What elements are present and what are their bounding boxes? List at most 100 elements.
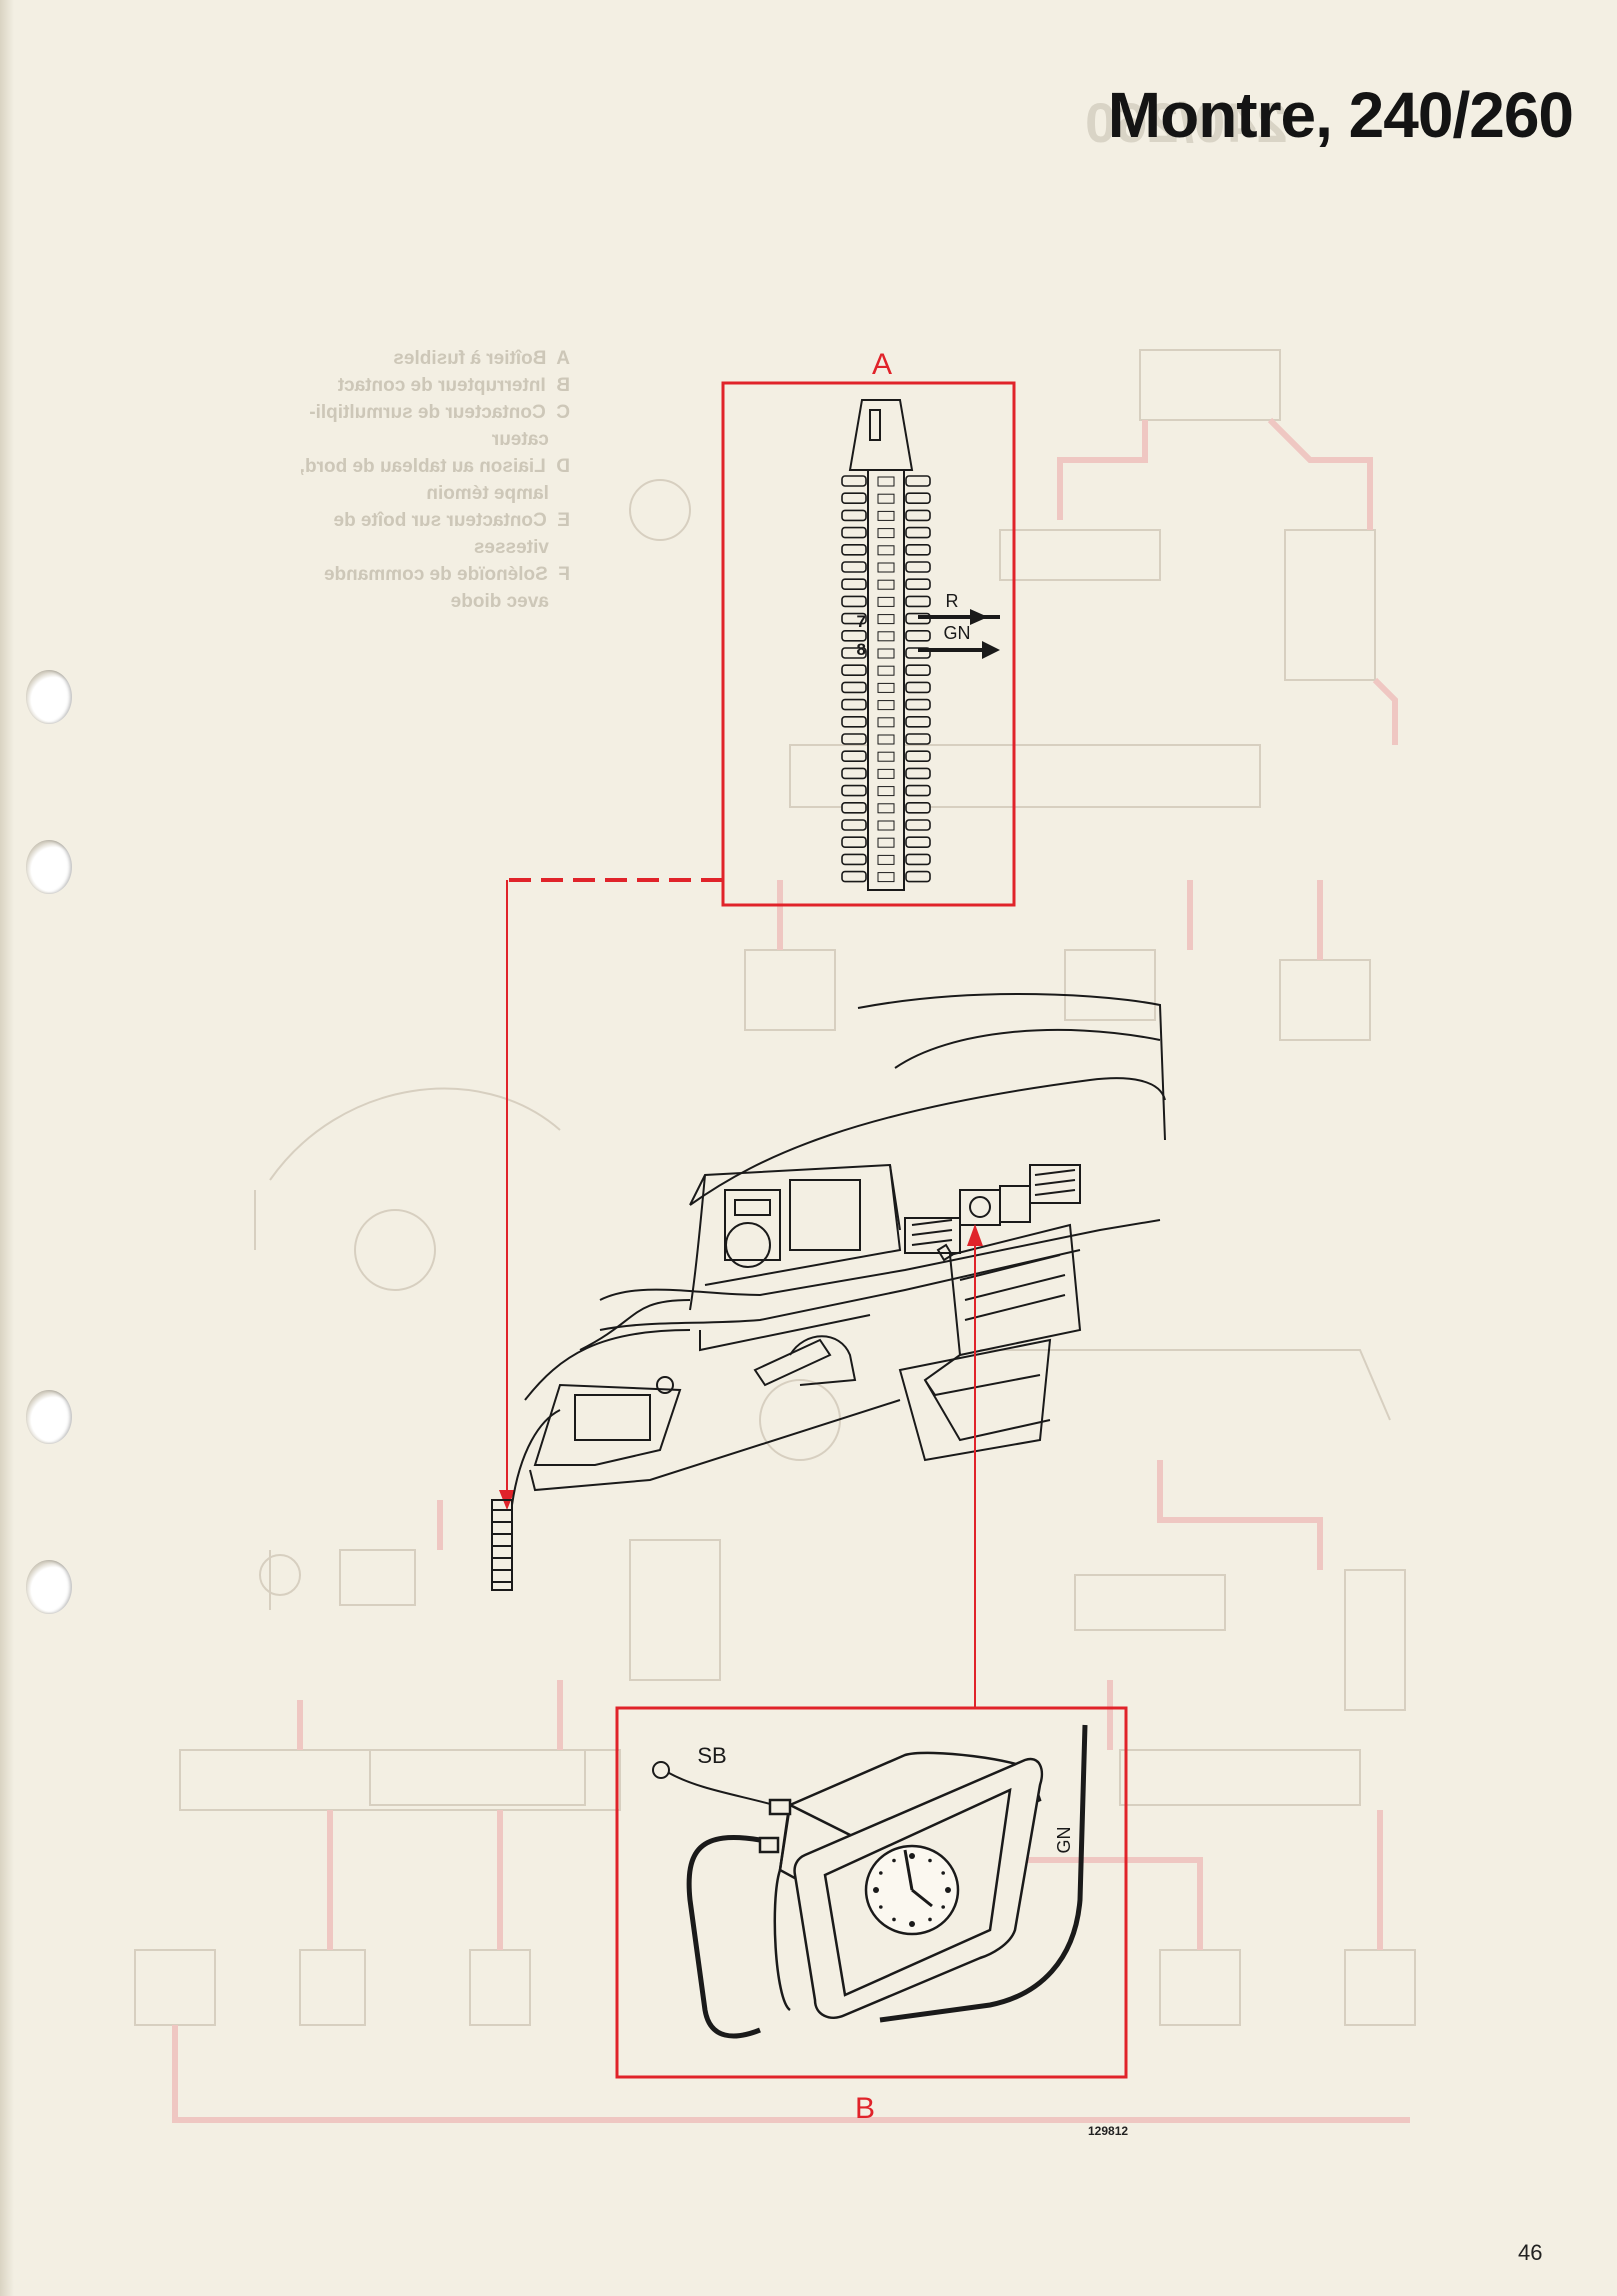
clock-tick [909,1921,915,1927]
fuse-terminal-left [841,750,867,763]
fuse-terminal-left [841,543,867,556]
page-title: Montre, 240/260 [1107,79,1574,151]
fuse [877,545,895,556]
fuse [877,665,895,676]
fuse-box-tab [848,399,914,471]
fuse-terminal-right [905,492,931,505]
fuse-terminal-right [905,853,931,866]
fuse-terminal-right [905,475,931,487]
leader-b-arrowhead [967,1224,983,1246]
fuse [877,717,895,728]
clock-face [864,1844,960,1936]
fuse-terminal-left [841,629,867,642]
fuse [877,648,895,659]
clock-tick [873,1887,879,1893]
wire-sb-label: SB [697,1743,726,1768]
fuse-terminal-left [841,853,867,866]
page-number: 46 [1518,2240,1543,2265]
fuse-terminal-right [905,595,931,608]
fuse [877,614,895,625]
fuse-terminal-right [905,509,931,522]
callout-a-fuse-box: A 7 8 R GN [721,348,1016,907]
punch-hole [26,1560,72,1614]
fuse-terminal-right [905,698,931,711]
callout-b-frame [615,1706,1128,2079]
fuse-terminal-left [841,475,867,487]
fuse-terminal-left [841,784,867,797]
binding-edge [0,0,14,2296]
wire-gn-arrow [918,641,1000,659]
fuse-terminal-left [841,681,867,694]
fuse-terminal-left [841,819,867,831]
fuse [877,751,895,762]
fuse [877,872,895,883]
clock-tick [909,1853,915,1859]
fuse [877,786,895,797]
fuse-terminal-right [905,784,931,797]
dash-fuse-box [491,1409,561,1591]
fuse [877,631,895,642]
fuse-terminal-left [841,870,867,883]
fuse-terminal-right [905,561,931,573]
leader-a [499,878,723,1510]
callout-a-frame [721,381,1016,907]
fuse [877,820,895,831]
terminal-8-label: 8 [857,640,866,659]
fuse-terminal-right [905,870,931,883]
fuse [877,854,895,865]
fuse-terminal-right [905,578,931,591]
fuse [877,579,895,590]
fuse [877,476,895,487]
fuse-box-body [867,469,905,891]
fuse-terminal-right [905,819,931,831]
fuse-terminal-right [905,715,931,728]
fuse [877,803,895,814]
punch-hole [26,1390,72,1444]
fuse [877,682,895,693]
callout-b-label: B [855,2092,875,2125]
clock-tick [879,1905,883,1909]
fuse [877,528,895,539]
fuse [877,837,895,848]
clock-supply-loop [686,1835,761,2039]
fuse [877,510,895,521]
terminal-7-label: 7 [857,612,866,631]
clock-tick [879,1871,883,1875]
wire-gn-label: GN [944,623,971,643]
fuse [877,493,895,504]
clock-tick [892,1917,896,1922]
fuse-terminal-left [841,801,867,814]
clock-tick [941,1905,945,1909]
fuse [877,596,895,607]
figure-reference-number: 129812 [1088,2124,1129,2138]
callout-a-label: A [872,348,892,381]
fuse-terminal-right [905,767,931,780]
fuse-terminal-left [841,526,867,539]
wire-r-label: R [946,591,959,611]
fuse-terminal-left [841,578,867,591]
fuse-terminal-right [905,750,931,763]
callout-b-clock: B SB [615,1224,1128,2125]
fuse-rows [841,475,931,883]
fuse-terminal-left [841,767,867,780]
fuse-terminal-left [841,509,867,522]
fuse [877,562,895,573]
fuse-terminal-right [905,801,931,814]
fuse-terminal-left [841,698,867,711]
fuse [877,768,895,779]
gn-wire [879,1724,1088,2023]
clock-tick [892,1858,896,1863]
fuse-terminal-right [905,681,931,694]
fuse [877,734,895,745]
clock-tick [928,1917,932,1922]
fuse-terminal-right [905,733,931,745]
fuse-terminal-left [841,492,867,505]
clock-tick [941,1871,945,1875]
fuse-terminal-right [905,543,931,556]
fuse-terminal-left [841,612,867,625]
punch-hole [26,840,72,894]
fuse-terminal-right [905,836,931,849]
fuse-terminal-right [905,664,931,677]
